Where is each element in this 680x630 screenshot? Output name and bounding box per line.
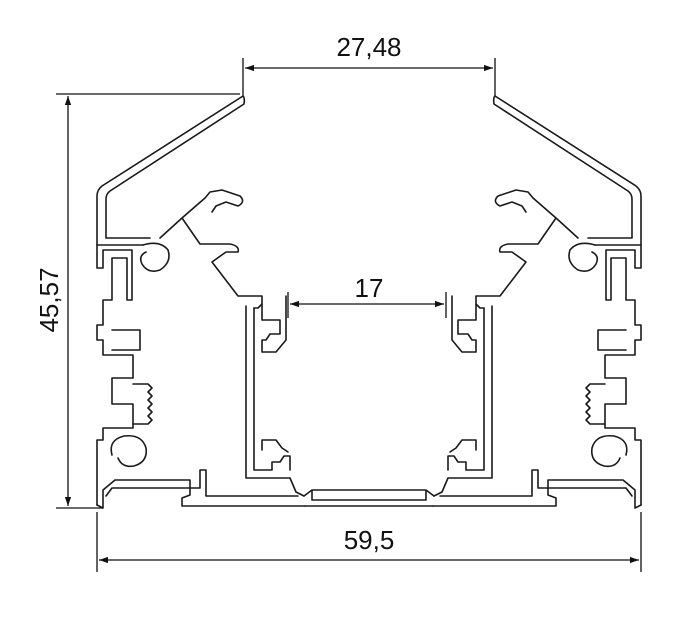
profile-inner-clip-left xyxy=(261,295,287,353)
dimension-bottom-width: 59,5 xyxy=(96,512,642,572)
profile-right-half xyxy=(432,95,642,509)
profile-screw-channel-right-bottom xyxy=(590,434,628,468)
profile-clip-arm-left xyxy=(159,189,263,309)
profile-base-left xyxy=(96,469,306,509)
profile-screw-channel-left-top xyxy=(139,242,170,272)
profile-left-half xyxy=(96,95,306,509)
profile-inner-clip-right xyxy=(451,295,477,353)
profile-groove-left xyxy=(111,329,141,351)
profile-groove-teeth-left xyxy=(132,383,153,425)
profile-inner-lower-clip-right xyxy=(449,439,477,453)
dimension-label-top-width: 27,48 xyxy=(336,32,401,62)
profile-inner-wall-right xyxy=(433,305,493,497)
profile-inner-wall-left xyxy=(245,305,305,497)
profile-groove-right xyxy=(597,329,627,351)
dimension-height: 45,57 xyxy=(34,93,240,509)
profile-outer-wing-left xyxy=(96,95,246,246)
profile-outer-wing-right xyxy=(492,95,642,246)
profile-screw-channel-left-bottom xyxy=(110,434,148,468)
profile-base-right xyxy=(432,469,642,509)
profile-groove-teeth-right xyxy=(585,383,606,425)
profile-inner-lower-clip-left xyxy=(261,439,289,453)
dimension-label-inner-width: 17 xyxy=(355,273,384,303)
dimension-label-bottom-width: 59,5 xyxy=(344,525,395,555)
dimension-label-height: 45,57 xyxy=(34,267,64,332)
profile-center-channel xyxy=(303,489,435,507)
profile-screw-channel-right-top xyxy=(568,242,599,272)
profile-clip-arm-right xyxy=(475,189,579,309)
dimension-top-width: 27,48 xyxy=(242,32,496,96)
dimension-inner-width: 17 xyxy=(287,273,447,318)
